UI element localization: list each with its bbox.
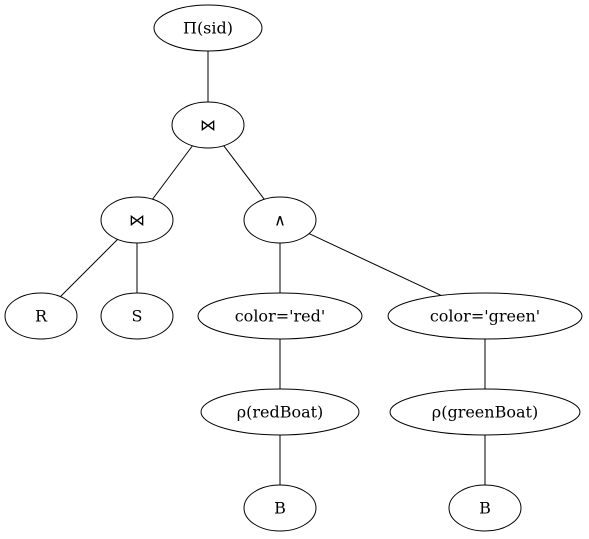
node-ellipse: [448, 484, 522, 532]
node-ellipse: [100, 196, 174, 244]
node-join-left: ⋈: [100, 196, 174, 244]
node-label: B: [274, 499, 286, 518]
node-label: ⋈: [129, 211, 145, 230]
node-label: Π(sid): [183, 19, 233, 38]
node-ellipse: [197, 292, 363, 340]
node-B-right: B: [448, 484, 522, 532]
node-ellipse: [243, 196, 317, 244]
node-label: color='red': [235, 307, 326, 326]
edge-and-to-color_green: [308, 233, 442, 296]
edges-layer: [60, 51, 486, 485]
node-label: ρ(greenBoat): [432, 403, 538, 422]
node-B-left: B: [243, 484, 317, 532]
node-color-green: color='green': [387, 292, 583, 340]
node-proj: Π(sid): [153, 4, 263, 52]
node-ellipse: [200, 388, 360, 436]
node-label: ∧: [274, 211, 286, 230]
node-label: ⋈: [200, 116, 216, 135]
edge-join_top-to-and: [223, 145, 265, 200]
node-label: R: [35, 307, 48, 326]
node-label: S: [132, 307, 143, 326]
node-ellipse: [171, 101, 245, 149]
edge-join_left-to-R: [60, 239, 118, 297]
node-rho-green: ρ(greenBoat): [389, 388, 581, 436]
node-ellipse: [243, 484, 317, 532]
node-join-top: ⋈: [171, 101, 245, 149]
edge-join_top-to-join_left: [152, 145, 193, 200]
node-and: ∧: [243, 196, 317, 244]
node-label: ρ(redBoat): [237, 403, 324, 422]
node-label: color='green': [430, 307, 540, 326]
node-rho-red: ρ(redBoat): [200, 388, 360, 436]
node-R: R: [4, 292, 78, 340]
node-ellipse: [153, 4, 263, 52]
node-ellipse: [387, 292, 583, 340]
node-ellipse: [4, 292, 78, 340]
node-S: S: [100, 292, 174, 340]
node-color-red: color='red': [197, 292, 363, 340]
node-ellipse: [389, 388, 581, 436]
node-ellipse: [100, 292, 174, 340]
node-label: B: [479, 499, 491, 518]
